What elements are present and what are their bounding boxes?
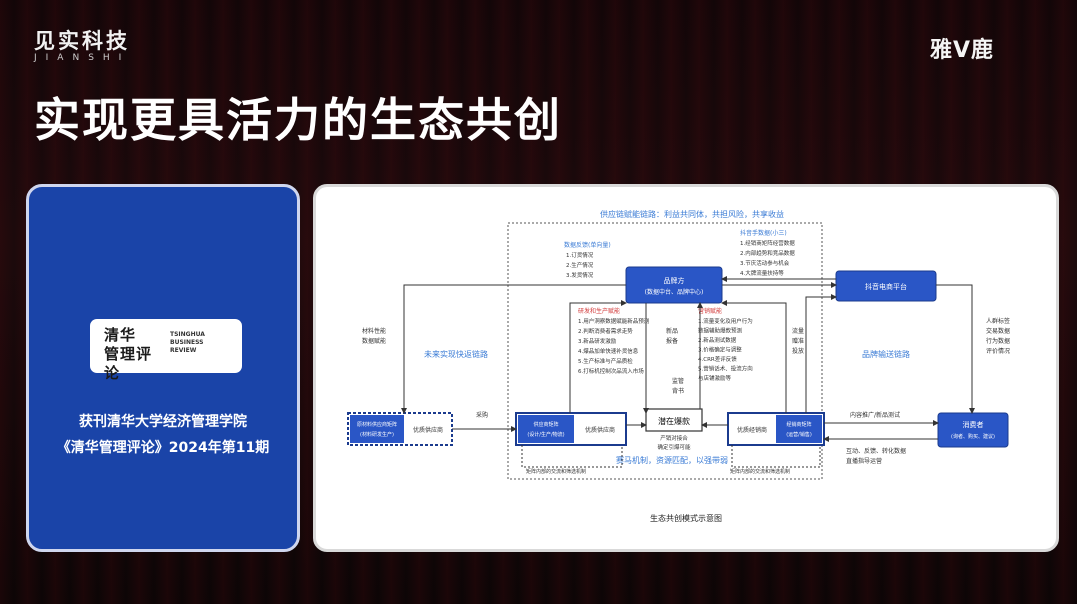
rd-item: 5.生产标准与产品质检 [578, 357, 633, 365]
brand-output-label: 品牌输送链路 [862, 349, 910, 359]
consumer-line2: (询者、购买、建议) [951, 433, 995, 440]
platform-node-label: 抖音电商平台 [865, 282, 907, 291]
potential-label: 潜在爆款 [658, 416, 690, 426]
crowd-label-2: 交易数据 [986, 327, 1010, 335]
future-label: 未来实现快返链路 [424, 349, 488, 359]
crowd-label-3: 行为数据 [986, 337, 1010, 345]
material-label-2: 数据赋能 [362, 337, 386, 345]
quality-supplier-2: 优质供应商 [585, 426, 615, 434]
crowd-label-1: 人群标签 [986, 317, 1010, 325]
traffic-label-2: 赠准 [792, 337, 804, 345]
dealer-matrix-line1: 经销商矩阵 [786, 421, 811, 428]
traffic-label-3: 投放 [792, 347, 804, 355]
supplier-matrix-fill [518, 415, 574, 443]
marketing-item: 数据辅助爆款预测 [698, 327, 743, 335]
dealer-matrix-fill [776, 415, 822, 443]
analysis-list: 1.经销商矩阵经营数据 2.内部趋势和竞品数据 3.节庆活动参与机会 4.大牌流量扶持… [740, 239, 795, 277]
consumer-line1: 消费者 [963, 420, 984, 429]
material-label-1: 材料性能 [362, 327, 386, 335]
dealer-matrix-line2: (运营/销售) [786, 431, 812, 438]
marketing-item: 4.CRR差评反馈 [698, 355, 737, 363]
rd-list: 1.用户洞察数据赋能新品预测 2.判断消费者需求走势 3.新品研发激励 4.爆品加单快… [578, 317, 650, 375]
publication-caption-1: 获刊清华大学经济管理学院 [79, 414, 247, 430]
data-feedback-item: 1.订货情况 [566, 251, 594, 259]
supplier-matrix-line1: 供应商矩阵 [533, 421, 558, 428]
crowd-label-4: 评价情况 [986, 347, 1010, 355]
publication-caption-2: 《清华管理评论》2024年第11期 [56, 440, 270, 456]
data-feedback-item: 2.生产情况 [566, 261, 594, 269]
data-feedback-title: 数据反馈(单向量) [564, 241, 611, 249]
marketing-item: 与店铺激励等 [698, 374, 732, 382]
jianshi-logo: 见实科技 JIANSHI [34, 30, 130, 63]
internal-right-label: 矩阵内部的交流和筛选机制 [730, 468, 790, 475]
diagram-caption: 生态共创模式示意图 [650, 513, 722, 523]
brand-node-line1: 品牌方 [664, 276, 685, 285]
marketing-item: 2.新品测试数据 [698, 336, 737, 344]
supplier-matrix-line2: (设计/生产/物流) [527, 431, 564, 438]
supervise-label-2: 背书 [672, 387, 684, 395]
internal-left-label: 矩阵内部的交流和筛选机制 [526, 468, 586, 475]
data-feedback-list: 1.订货情况 2.生产情况 3.发货情况 [566, 251, 594, 279]
rd-title: 研发和生产赋能 [578, 307, 620, 315]
raw-supplier-line1: 原材料供应商矩阵 [357, 421, 397, 428]
new-product-label-2: 报备 [666, 337, 678, 345]
data-feedback-item: 3.发货情况 [566, 271, 594, 279]
rd-item: 4.爆品加单快速补货信息 [578, 347, 639, 355]
ecosystem-diagram: 供应链赋能链路：利益共同体，共担风险，共享收益 数据反馈(单向量) 1.订货情况… [347, 209, 1010, 523]
content-label: 内容推广/新品测试 [850, 411, 900, 419]
potential-node [645, 408, 703, 432]
analysis-item: 3.节庆活动参与机会 [740, 259, 790, 267]
partner-logo: 雅V鹿 [930, 38, 995, 63]
marketing-item: 1.流量变化及用户行为 [698, 317, 753, 325]
traffic-label-1: 流量 [792, 327, 804, 335]
page-title: 实现更具活力的生态共创 [34, 93, 562, 147]
connectors [401, 276, 975, 468]
brand-node [625, 266, 723, 304]
consumer-node [937, 412, 1009, 448]
marketing-item: 5.营销话术、投流方向 [698, 365, 753, 373]
quality-dealer: 优质经销商 [737, 426, 767, 434]
new-product-label-1: 新品 [666, 327, 678, 335]
analysis-item: 1.经销商矩阵经营数据 [740, 239, 795, 247]
raw-supplier-line2: (材料研发生产) [360, 431, 394, 438]
marketing-item: 3.价格确定与调整 [698, 346, 742, 354]
quality-supplier-1: 优质供应商 [413, 426, 443, 434]
top-chain-label: 供应链赋能链路：利益共同体，共担风险，共享收益 [600, 209, 784, 219]
logo-cn: 清华管理评论 [104, 326, 153, 382]
brand-cn: 见实科技 [34, 29, 130, 53]
marketing-title: 营销赋能 [698, 307, 722, 315]
analysis-item: 2.内部趋势和竞品数据 [740, 249, 795, 257]
potential-desc-2: 确定引爆可能 [657, 443, 691, 451]
chain-region [507, 222, 823, 480]
potential-desc-1: 产销对接合 [660, 434, 688, 442]
brand-node-line2: (数据中台、品牌中心) [645, 288, 704, 296]
supervise-label-1: 监管 [672, 377, 684, 385]
analysis-title: 抖音手数据(小三) [740, 229, 787, 237]
rd-item: 6.打标机控制次品流入市场 [578, 367, 644, 375]
rd-item: 1.用户洞察数据赋能新品预测 [578, 317, 650, 325]
interaction-label-1: 互动、反馈、转化数据 [846, 447, 906, 455]
interaction-label-2: 直播指导运营 [846, 457, 882, 465]
diagram-card: 供应链赋能链路：利益共同体，共担风险，共享收益 数据反馈(单向量) 1.订货情况… [313, 184, 1059, 552]
purchase-label: 采购 [476, 411, 488, 419]
raw-supplier-fill [350, 415, 404, 443]
rd-item: 3.新品研发激励 [578, 337, 617, 345]
race-mechanism-label: 赛马机制，资源匹配，以强带弱 [616, 455, 728, 465]
analysis-item: 4.大牌流量扶持等 [740, 269, 784, 277]
rd-item: 2.判断消费者需求走势 [578, 327, 633, 335]
brand-en: JIANSHI [34, 53, 131, 63]
